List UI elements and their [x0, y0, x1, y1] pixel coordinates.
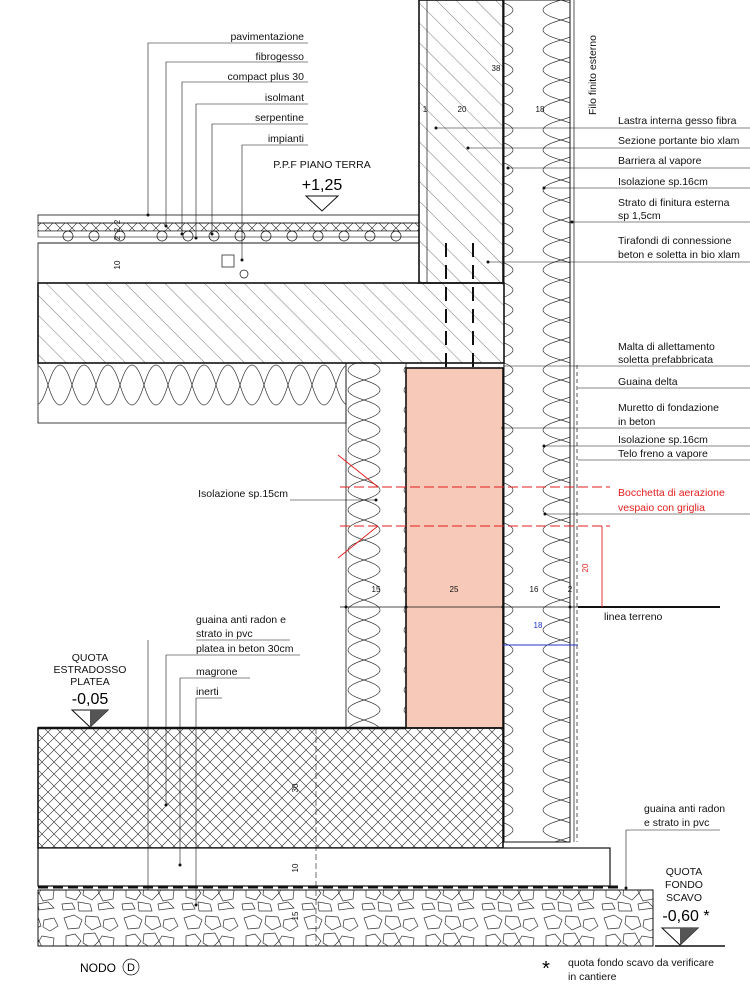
dim-15: 15: [372, 585, 381, 594]
scavo-value: -0,60 *: [662, 908, 709, 925]
label-impianti: impianti: [268, 133, 304, 145]
label-isol16b: Isolazione sp.16cm: [618, 434, 708, 446]
label-guaina: Guaina delta: [618, 376, 678, 388]
estradosso-l3: PLATEA: [70, 676, 110, 688]
dim-16: 16: [530, 585, 539, 594]
scavo-l3: SCAVO: [666, 892, 702, 904]
lower-text-labels: guaina anti radon e strato in pvc platea…: [196, 614, 294, 698]
ppf-value: +1,25: [302, 177, 343, 194]
dim-1: 1: [423, 105, 428, 114]
dim-30: 30: [291, 783, 300, 792]
dim-25: 25: [450, 585, 459, 594]
outer-insulation: [503, 0, 571, 843]
guide-lines: [147, 640, 627, 946]
label-lastra: Lastra interna gesso fibra: [618, 115, 737, 127]
nodo-text: NODO: [80, 961, 116, 975]
inner-insulation: [345, 362, 407, 729]
xlam-wall: [418, 0, 504, 284]
dim-18: 18: [536, 105, 545, 114]
ppf-level-marker: [304, 195, 340, 212]
vent-lines: [337, 454, 610, 607]
left-text-labels: pavimentazione fibrogesso compact plus 3…: [228, 31, 305, 145]
label-isol15: Isolazione sp.15cm: [198, 488, 288, 500]
scavo-l2: FONDO: [665, 879, 703, 891]
dim-2: 2: [568, 585, 573, 594]
dim-20: 20: [458, 105, 467, 114]
label-compact: compact plus 30: [228, 71, 305, 83]
platea: [37, 727, 504, 849]
estradosso-l2: ESTRADOSSO: [54, 664, 127, 676]
label-isolmant: isolmant: [265, 92, 304, 104]
nodo-circle: [122, 958, 140, 976]
dimension-labels: 38 1 20 18 2 2 2 10 15 25 16 2 18 20 30 …: [113, 64, 590, 920]
note-line1: quota fondo scavo da verificare: [568, 957, 714, 969]
label-pavimentazione: pavimentazione: [230, 31, 304, 43]
label-muretto2: in beton: [618, 416, 656, 428]
label-bocchetta2: vespaio con griglia: [618, 502, 705, 514]
dim-2b: 2: [113, 227, 122, 232]
nodo-label: NODO D: [80, 958, 140, 976]
label-fibrogesso: fibrogesso: [256, 51, 305, 63]
quota-estradosso: QUOTA ESTRADOSSO PLATEA -0,05: [54, 652, 127, 708]
inerti: [37, 889, 654, 947]
label-malta2: soletta prefabbricata: [618, 354, 713, 366]
ppf-title: P.P.F PIANO TERRA: [273, 159, 370, 171]
label-muretto1: Muretto di fondazione: [618, 402, 719, 414]
label-malta1: Malta di allettamento: [618, 341, 715, 353]
label-barriera: Barriera al vapore: [618, 155, 702, 167]
right-text-labels: Lastra interna gesso fibra Sezione porta…: [604, 115, 740, 623]
scavo-l1: QUOTA: [666, 866, 703, 878]
left-leaders: [147, 42, 308, 260]
label-br-guaina2: e strato in pvc: [644, 817, 709, 829]
floor-layers: [37, 214, 420, 284]
dim-38: 38: [492, 64, 501, 73]
label-linea-terreno: linea terreno: [604, 611, 663, 623]
bottom-right-labels: guaina anti radon e strato in pvc QUOTA …: [542, 803, 725, 983]
label-strato2: sp 1,5cm: [618, 210, 661, 222]
note-asterisk: *: [542, 958, 550, 980]
dim-18b: 18: [534, 621, 543, 630]
dim-10b: 10: [291, 863, 300, 872]
dim-10: 10: [113, 260, 122, 269]
label-br-guaina1: guaina anti radon: [644, 803, 725, 815]
dim-2a: 2: [113, 219, 122, 224]
heating-pipes: [62, 230, 402, 242]
nodo-letter: D: [127, 962, 135, 974]
magrone: [37, 847, 611, 887]
label-magrone: magrone: [196, 666, 238, 678]
label-lower-guaina1: guaina anti radon e: [196, 614, 286, 626]
foundation-wall: [405, 367, 504, 729]
label-filo: Filo finito esterno: [587, 35, 599, 115]
estradosso-value: -0,05: [72, 691, 109, 708]
label-lower-guaina2: strato in pvc: [196, 628, 253, 640]
label-inerti: inerti: [196, 686, 219, 698]
label-telo: Telo freno a vapore: [618, 448, 708, 460]
dim-15b: 15: [291, 911, 300, 920]
note-line2: in cantiere: [568, 971, 617, 983]
estradosso-l1: QUOTA: [72, 652, 109, 664]
label-strato1: Strato di finitura esterna: [618, 197, 730, 209]
label-platea: platea in beton 30cm: [196, 643, 294, 655]
label-tira1: Tirafondi di connessione: [618, 235, 732, 247]
right-leaders: [290, 127, 750, 515]
label-bocchetta1: Bocchetta di aerazione: [618, 487, 725, 499]
xlam-slab: [37, 282, 505, 364]
underslab-insulation: [37, 362, 347, 424]
label-isol16a: Isolazione sp.16cm: [618, 176, 708, 188]
label-tira2: beton e soletta in bio xlam: [618, 249, 740, 261]
label-serpentine: serpentine: [255, 112, 304, 124]
label-underlines: [166, 639, 720, 831]
dim-20r: 20: [581, 563, 590, 572]
leader-dots: [146, 126, 628, 907]
label-sezione: Sezione portante bio xlam: [618, 135, 740, 147]
dim-2c: 2: [113, 235, 122, 240]
